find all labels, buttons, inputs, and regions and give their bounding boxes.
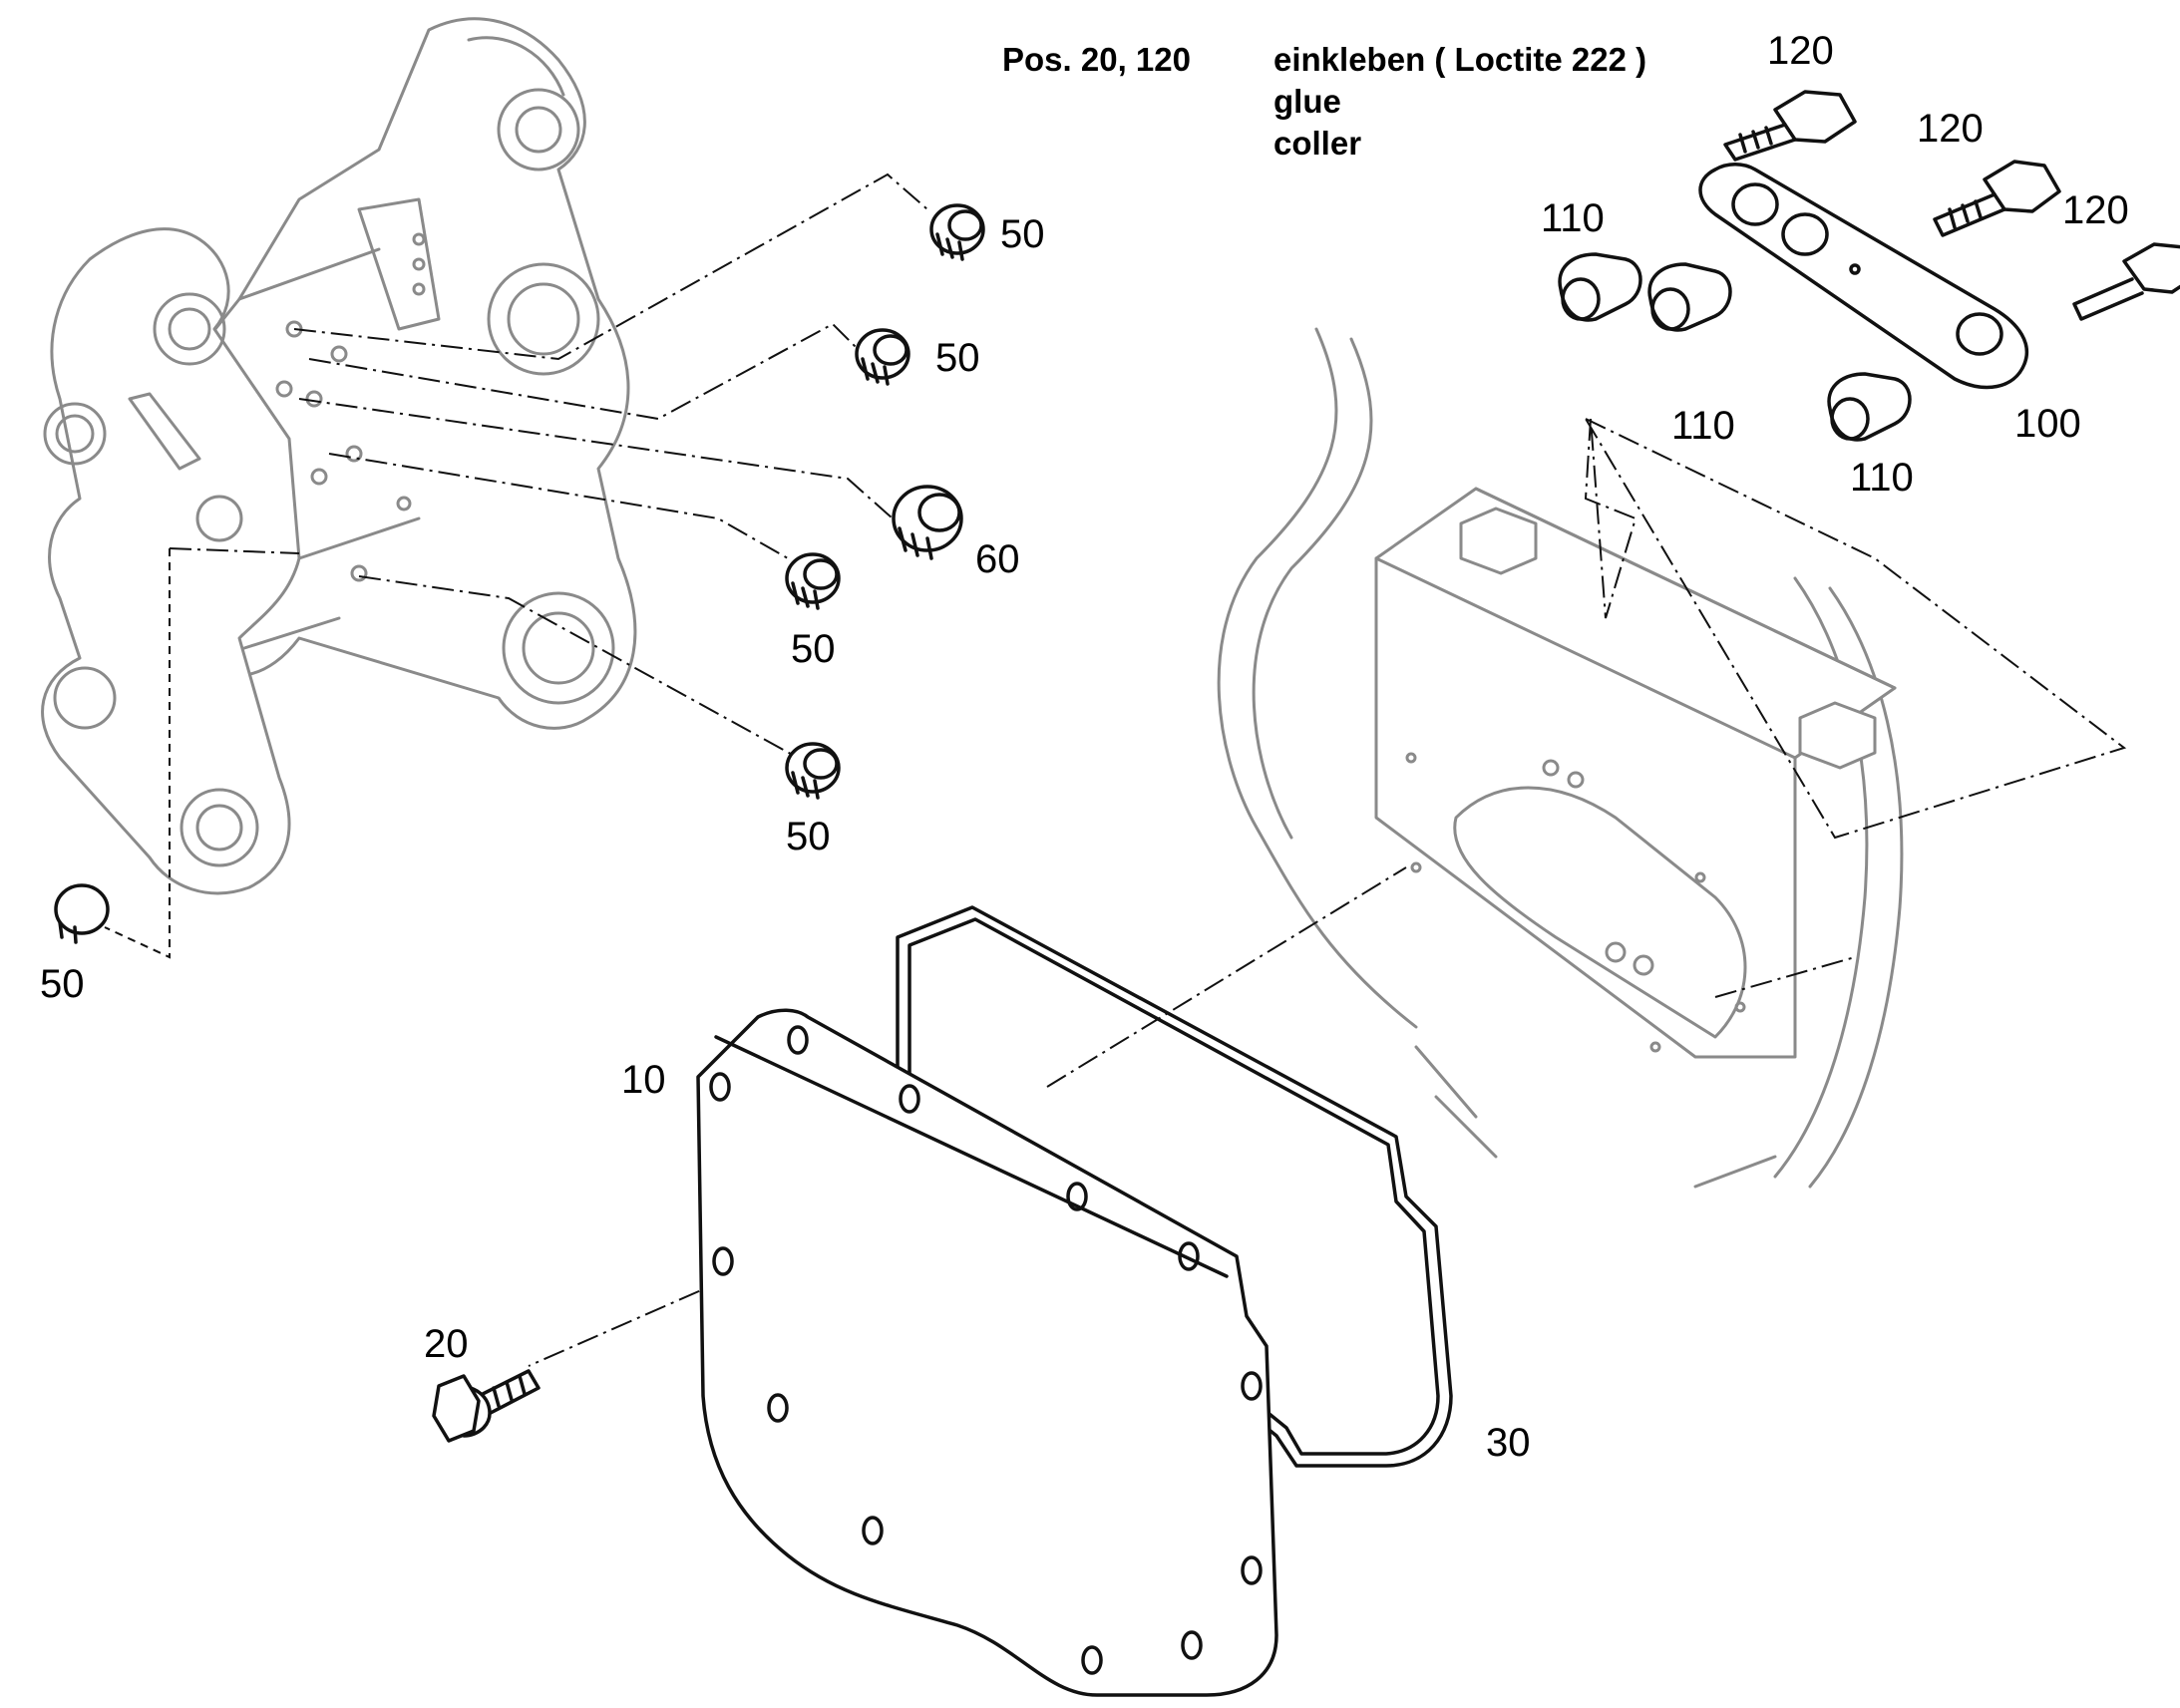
callout-50-d: 50 <box>786 815 831 858</box>
instruction-english: glue <box>1273 83 1341 120</box>
bolt-120-c <box>2072 242 2180 321</box>
instruction-french: coller <box>1273 125 1362 162</box>
instruction-german: einkleben ( Loctite 222 ) <box>1273 41 1647 78</box>
callout-100: 100 <box>2014 402 2081 446</box>
screw-plug-50-b <box>855 328 910 386</box>
position-reference-note: Pos. 20, 120 <box>1002 41 1191 78</box>
screw-plug-60 <box>892 485 963 560</box>
gasket-30 <box>896 905 1453 1468</box>
frame-housing <box>1217 327 1904 1189</box>
callout-20: 20 <box>424 1322 469 1366</box>
callout-50-a: 50 <box>1000 212 1045 256</box>
callout-120-a: 120 <box>1767 29 1834 73</box>
callout-110-c: 110 <box>1850 456 1914 500</box>
cover-plate-10 <box>696 1008 1278 1697</box>
screw-plug-50-d <box>785 742 841 800</box>
screw-plug-50-a <box>929 203 985 261</box>
plug-50-e <box>54 883 110 944</box>
callout-30: 30 <box>1486 1421 1531 1465</box>
bolt-120-b <box>1933 160 2061 237</box>
screw-plug-50-c <box>785 552 841 610</box>
callout-50-e: 50 <box>40 962 85 1006</box>
callout-50-b: 50 <box>935 336 980 380</box>
bolt-20 <box>432 1369 541 1443</box>
callout-60: 60 <box>975 537 1020 581</box>
callout-110-b: 110 <box>1671 404 1735 448</box>
flange-plate-100 <box>1698 163 2029 390</box>
nipple-110-c <box>1827 372 1912 442</box>
callout-50-c: 50 <box>791 627 836 671</box>
callout-10: 10 <box>621 1058 666 1102</box>
callout-120-b: 120 <box>1917 107 1984 151</box>
nipple-110-a <box>1558 252 1642 322</box>
callout-110-a: 110 <box>1541 196 1605 240</box>
nipple-110-b <box>1647 262 1732 332</box>
callout-120-c: 120 <box>2062 188 2129 232</box>
bolt-120-a <box>1723 90 1857 162</box>
leader-lines <box>104 172 2127 1367</box>
